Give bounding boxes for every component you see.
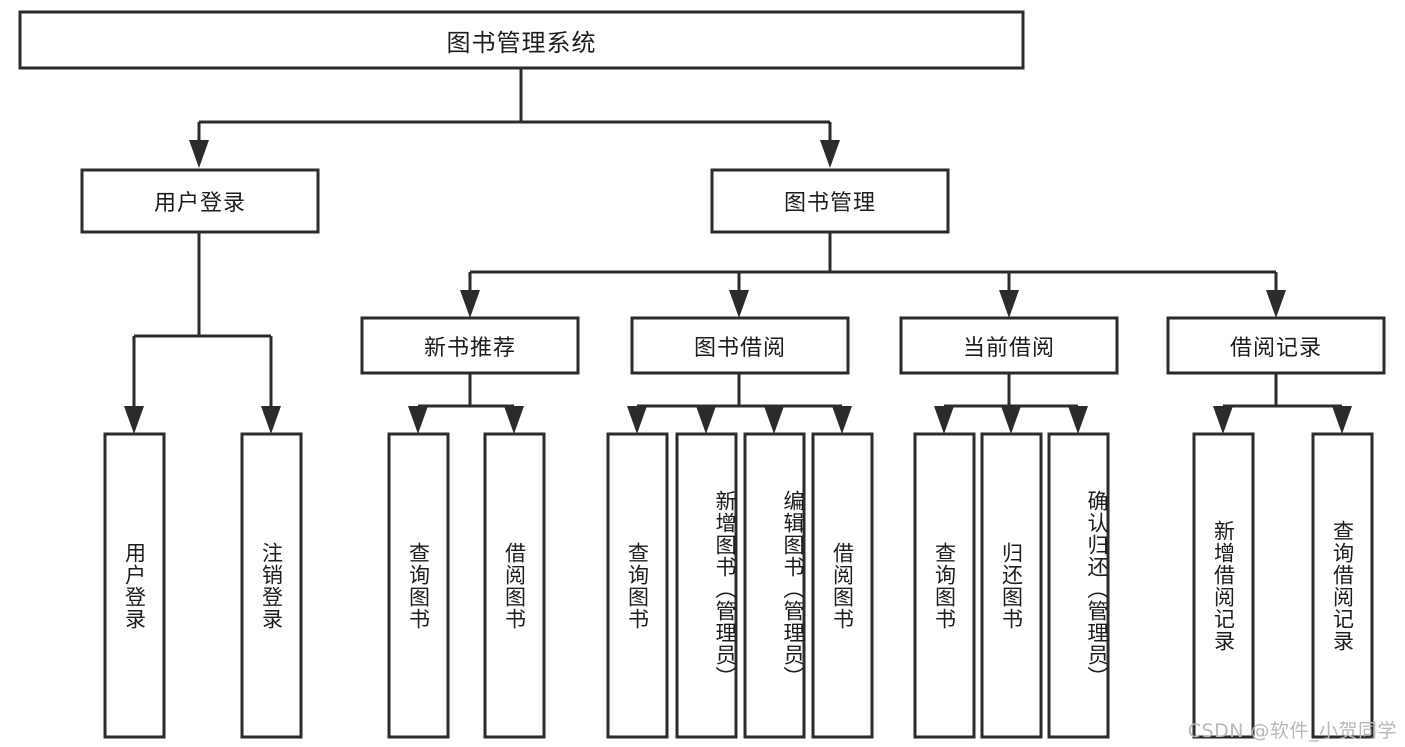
leaf-box-borrow-2[interactable] xyxy=(675,432,738,739)
arrowhead-borrow-leaf4 xyxy=(832,406,852,434)
node-borrow-record-box[interactable] xyxy=(1166,316,1386,375)
leaf-box-borrow-3[interactable] xyxy=(743,432,806,739)
leaf-box-borrow-4[interactable] xyxy=(811,432,874,739)
arrowhead-to-book-borrow xyxy=(729,290,749,318)
arrowhead-to-new-book-recommend xyxy=(460,290,480,318)
arrowhead-borrow-leaf3 xyxy=(764,406,784,434)
arrowhead-recommend-leaf2 xyxy=(504,406,524,434)
leaf-box-borrow-1[interactable] xyxy=(606,432,669,739)
leaf-box-record-2[interactable] xyxy=(1311,432,1374,739)
arrowhead-to-borrow-record xyxy=(1266,290,1286,318)
leaf-box-current-1[interactable] xyxy=(913,432,976,739)
arrowhead-record-leaf1 xyxy=(1213,406,1233,434)
arrowhead-current-leaf2 xyxy=(1001,406,1021,434)
leaf-box-recommend-2[interactable] xyxy=(483,432,546,739)
node-user-login-box[interactable] xyxy=(80,168,320,234)
node-new-book-recommend-box[interactable] xyxy=(360,316,580,375)
node-root-box[interactable] xyxy=(18,10,1025,70)
arrowhead-to-current-borrow xyxy=(999,290,1019,318)
node-current-borrow-box[interactable] xyxy=(899,316,1119,375)
leaf-box-current-3[interactable] xyxy=(1047,432,1110,739)
leaf-box-record-1[interactable] xyxy=(1192,432,1255,739)
arrowhead-current-leaf1 xyxy=(934,406,954,434)
node-book-mgmt-box[interactable] xyxy=(710,168,950,234)
arrowhead-root-to-book-mgmt xyxy=(820,140,840,168)
arrowhead-root-to-user-login xyxy=(189,140,209,168)
arrowhead-user-login-leaf1 xyxy=(124,406,144,434)
arrowhead-recommend-leaf1 xyxy=(408,406,428,434)
arrowhead-borrow-leaf1 xyxy=(627,406,647,434)
arrowhead-user-login-leaf2 xyxy=(261,406,281,434)
leaf-box-user-login-1[interactable] xyxy=(103,432,166,739)
csdn-watermark: CSDN @软件_小贺同学 xyxy=(1187,720,1397,742)
leaf-box-current-2[interactable] xyxy=(980,432,1043,739)
arrowhead-borrow-leaf2 xyxy=(696,406,716,434)
arrowhead-record-leaf2 xyxy=(1332,406,1352,434)
leaf-box-user-login-2[interactable] xyxy=(240,432,303,739)
node-book-borrow-box[interactable] xyxy=(630,316,850,375)
leaf-box-recommend-1[interactable] xyxy=(387,432,450,739)
arrowhead-current-leaf3 xyxy=(1068,406,1088,434)
